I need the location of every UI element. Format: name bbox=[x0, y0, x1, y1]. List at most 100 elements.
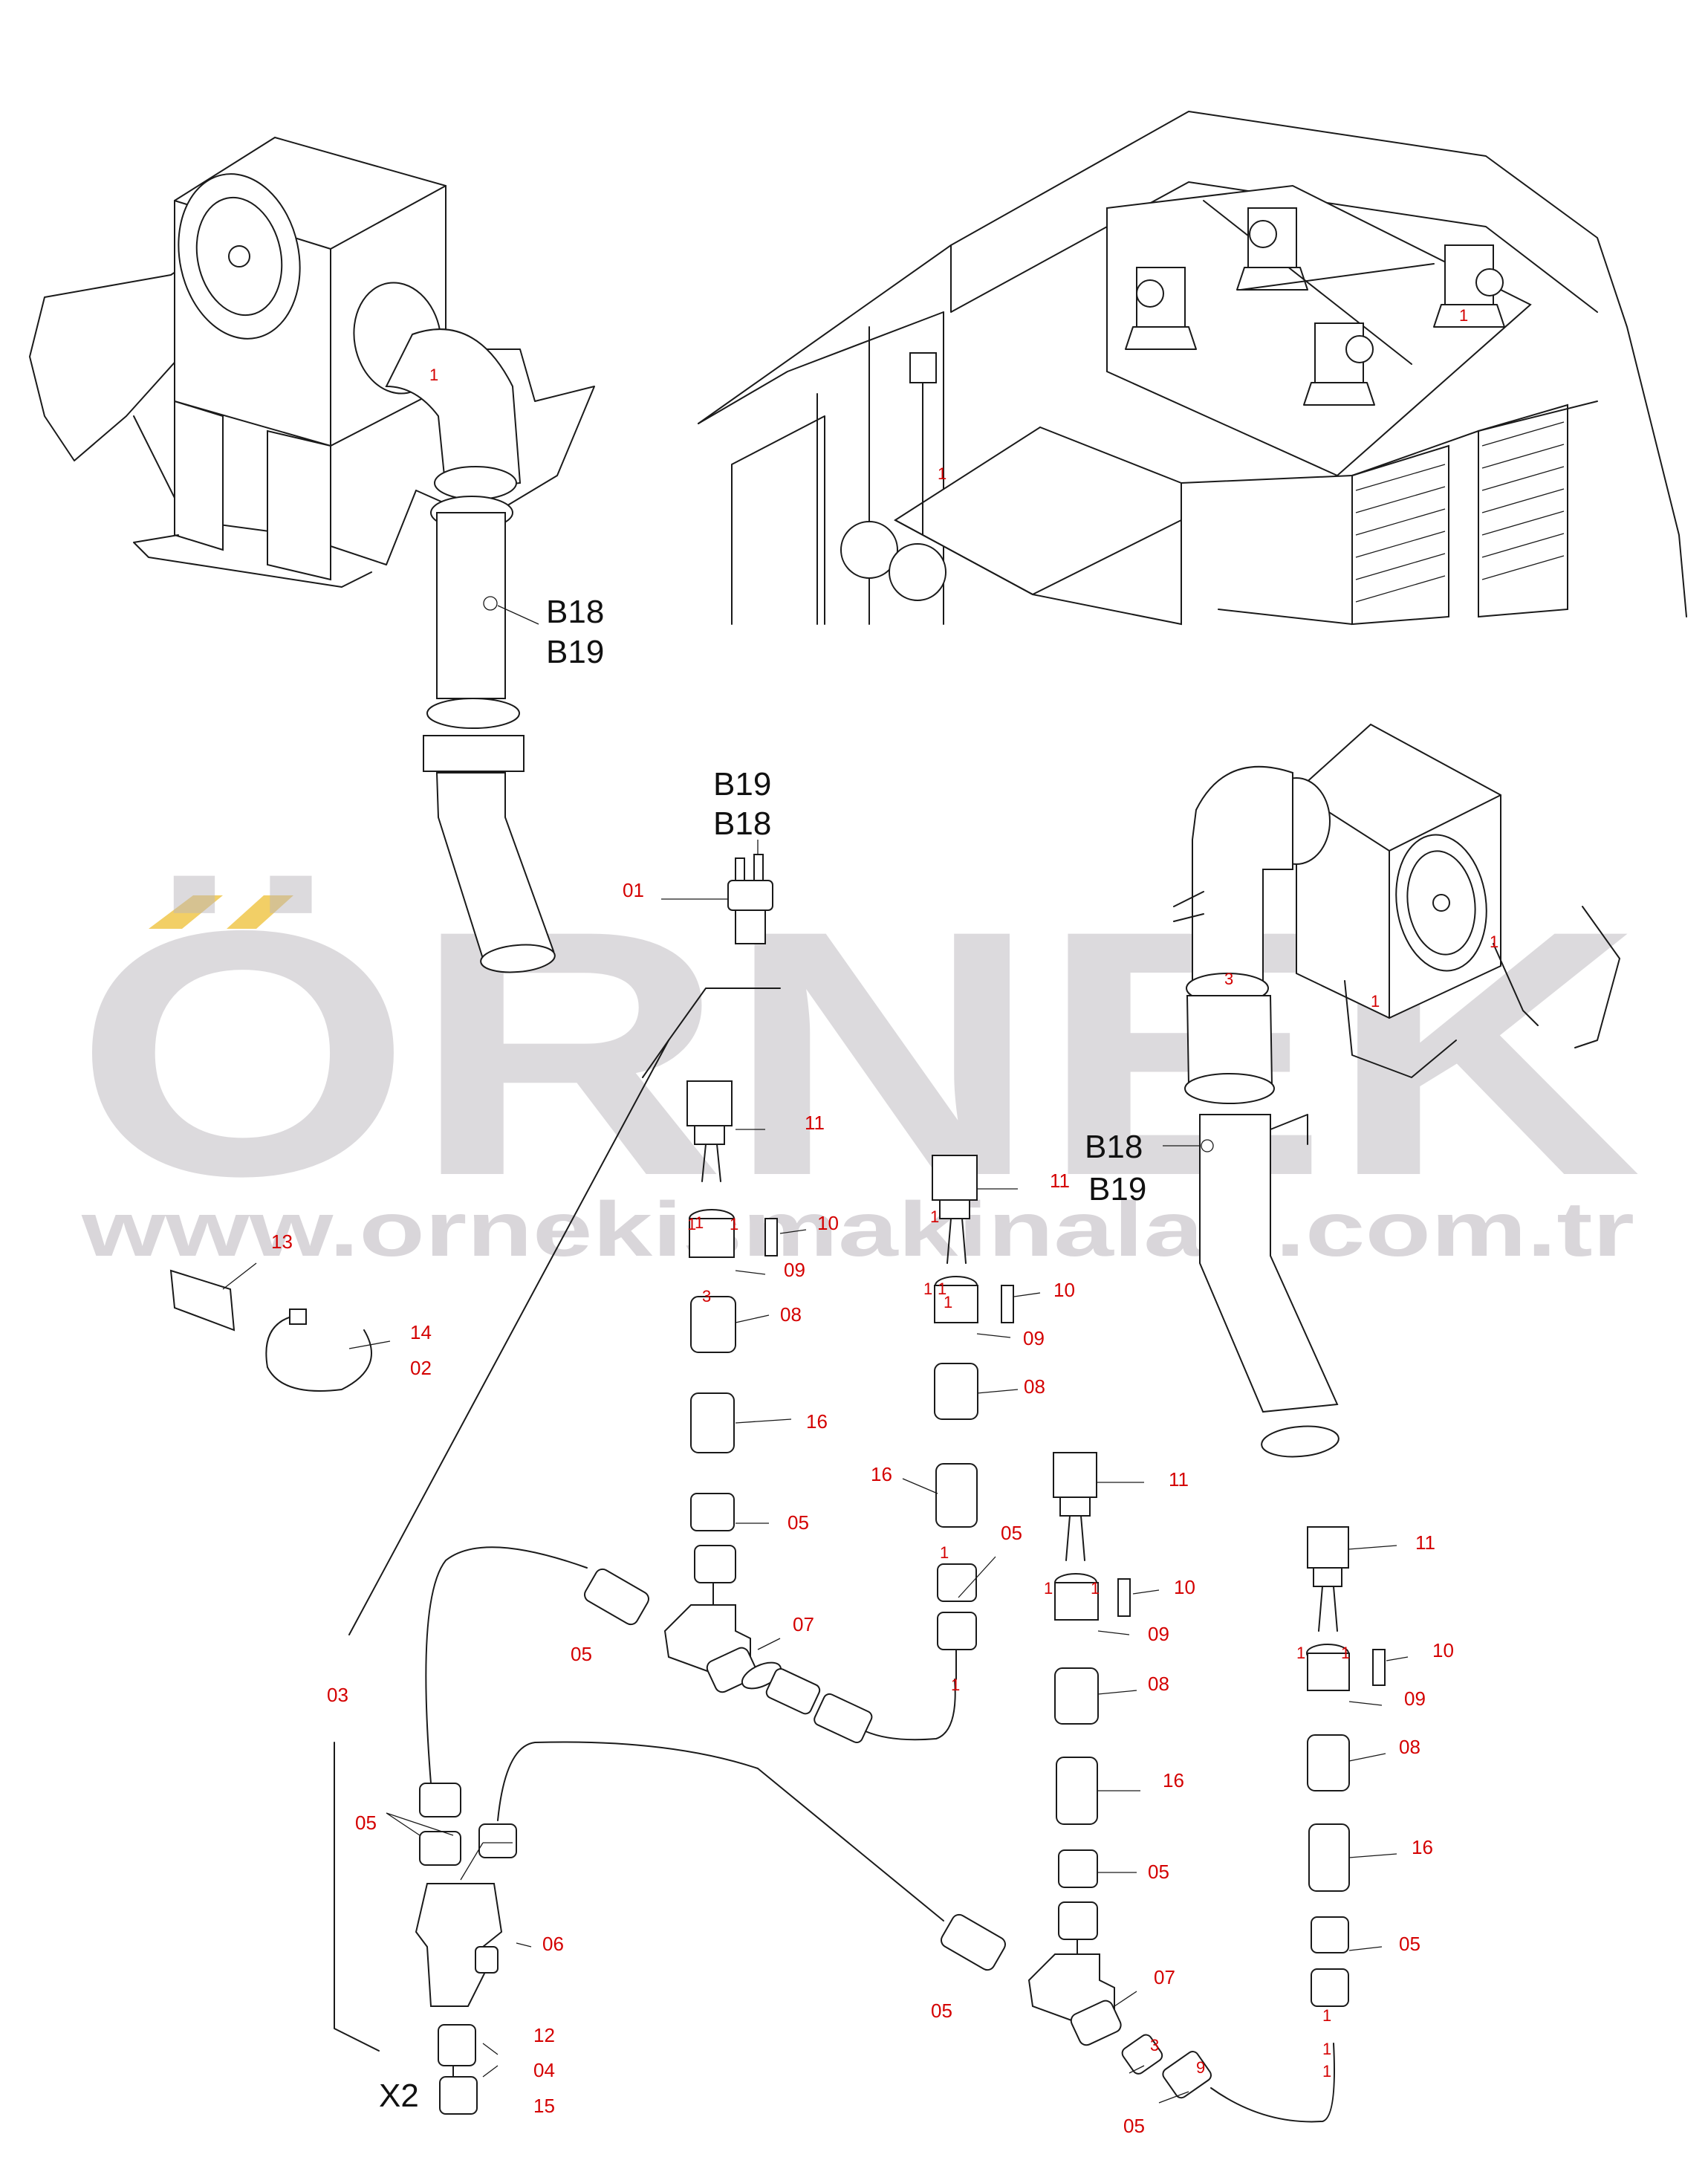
callout-mark: 1 bbox=[938, 464, 946, 483]
connector-label-x2: X2 bbox=[379, 2078, 419, 2114]
harness-wire-x2 bbox=[334, 1742, 380, 2052]
watermark-accent-left bbox=[149, 895, 223, 929]
tee-fitting-07-center bbox=[663, 1604, 782, 1693]
svg-text:1: 1 bbox=[687, 1215, 696, 1233]
svg-text:1: 1 bbox=[938, 1280, 946, 1298]
callout-08: 08 bbox=[1024, 1375, 1045, 1398]
callout-03: 03 bbox=[327, 1684, 348, 1706]
callout-09: 09 bbox=[1148, 1623, 1169, 1645]
sensor-label-b18-center: B18 bbox=[713, 805, 771, 842]
callout-13: 13 bbox=[271, 1230, 293, 1253]
callout-11: 11 bbox=[1169, 1468, 1189, 1491]
callout-07: 07 bbox=[793, 1613, 814, 1635]
svg-text:1: 1 bbox=[730, 1215, 738, 1233]
callout-08: 08 bbox=[1148, 1673, 1169, 1695]
watermark-accent-right bbox=[227, 895, 293, 929]
sensor-label-b18-right: B18 bbox=[1085, 1129, 1143, 1165]
callout-01: 01 bbox=[623, 879, 644, 901]
svg-text:1: 1 bbox=[923, 1280, 932, 1298]
callout-05: 05 bbox=[1001, 1522, 1022, 1544]
small-marks: 1 1 3 1 1 1 1 1 1 1 1 1 1 1 1 3 9 1 1 bbox=[687, 1207, 1350, 2081]
svg-text:1: 1 bbox=[1341, 1644, 1350, 1662]
hose-lower-long bbox=[497, 1741, 944, 1922]
callout-16: 16 bbox=[806, 1410, 828, 1433]
callout-10: 10 bbox=[817, 1212, 839, 1234]
callout-05: 05 bbox=[1123, 2115, 1145, 2137]
callout-04: 04 bbox=[533, 2059, 555, 2081]
callout-mark: 1 bbox=[1459, 306, 1468, 325]
coupling-05-mid bbox=[765, 1668, 873, 1744]
engine-mount-3 bbox=[1303, 322, 1375, 406]
svg-text:9: 9 bbox=[1196, 2058, 1205, 2077]
callout-mark: 1 bbox=[429, 366, 438, 384]
hose-left-loop bbox=[425, 1546, 588, 1784]
callout-16: 16 bbox=[1412, 1836, 1433, 1858]
svg-text:1: 1 bbox=[1296, 1644, 1305, 1662]
callout-14: 14 bbox=[410, 1321, 432, 1343]
sensor-label-b18-top-left: B18 bbox=[546, 594, 604, 630]
callout-06: 06 bbox=[542, 1933, 564, 1955]
callout-11: 11 bbox=[1415, 1531, 1435, 1554]
svg-text:3: 3 bbox=[702, 1287, 711, 1306]
sensor-label-b19-right: B19 bbox=[1088, 1171, 1146, 1207]
connector-stack-2 bbox=[932, 1155, 1014, 1680]
sensor-label-b19-center: B19 bbox=[713, 766, 771, 802]
sensor-label-b19-top-left: B19 bbox=[546, 634, 604, 670]
callout-12: 12 bbox=[533, 2024, 555, 2046]
svg-text:1: 1 bbox=[1322, 2040, 1331, 2058]
connector-stack-3 bbox=[1053, 1452, 1131, 1955]
callout-mark: 1 bbox=[1371, 992, 1380, 1011]
callout-09: 09 bbox=[1023, 1327, 1045, 1349]
callout-05: 05 bbox=[571, 1643, 592, 1665]
callout-10: 10 bbox=[1432, 1639, 1454, 1661]
connector-stack-1 bbox=[686, 1080, 778, 1598]
callout-16: 16 bbox=[1163, 1769, 1184, 1791]
harness-wire-03 bbox=[348, 988, 781, 1635]
svg-text:1: 1 bbox=[1044, 1579, 1053, 1598]
hose-to-column4 bbox=[1210, 2043, 1335, 2123]
callout-10: 10 bbox=[1174, 1576, 1195, 1598]
callout-05: 05 bbox=[355, 1812, 377, 1834]
svg-text:3: 3 bbox=[1150, 2036, 1159, 2055]
svg-text:1: 1 bbox=[1322, 2006, 1331, 2025]
svg-text:1: 1 bbox=[1322, 2062, 1331, 2081]
callout-16: 16 bbox=[871, 1463, 892, 1485]
coupling-05-lower-left bbox=[941, 1913, 1006, 1971]
right-cooler-assembly: 3 1 1 bbox=[1163, 723, 1620, 1458]
callout-05: 05 bbox=[1399, 1933, 1420, 1955]
coupling-05-lower-right bbox=[1121, 2034, 1212, 2099]
leader-lines bbox=[516, 1129, 1409, 2104]
callout-07: 07 bbox=[1154, 1966, 1175, 1988]
junction-block-06 bbox=[415, 1783, 517, 2115]
callout-08: 08 bbox=[780, 1303, 802, 1326]
coupling-05-left bbox=[584, 1568, 649, 1626]
engine-mount-4 bbox=[1433, 244, 1505, 328]
callout-11: 11 bbox=[1050, 1170, 1070, 1192]
callout-15: 15 bbox=[533, 2095, 555, 2117]
svg-text:1: 1 bbox=[930, 1207, 939, 1226]
svg-text:1: 1 bbox=[940, 1543, 949, 1562]
machine-body-assembly: 1 1 bbox=[698, 111, 1687, 626]
callout-08: 08 bbox=[1399, 1736, 1420, 1758]
watermark-url: www.ornekismakinalari.com.tr bbox=[81, 1187, 1634, 1273]
callout-11: 11 bbox=[805, 1112, 825, 1134]
svg-text:1: 1 bbox=[695, 1213, 704, 1232]
svg-text:1: 1 bbox=[951, 1676, 960, 1694]
callout-09: 09 bbox=[784, 1259, 805, 1281]
callout-05: 05 bbox=[1148, 1861, 1169, 1883]
callouts: 01 11 10 09 08 16 05 07 05 13 14 02 03 1… bbox=[271, 879, 1454, 2137]
pressure-sensor-01 bbox=[661, 840, 773, 944]
sleeve-13 bbox=[169, 1262, 257, 1332]
engine-mount-1 bbox=[1125, 267, 1197, 350]
callout-05: 05 bbox=[931, 2000, 952, 2022]
svg-text:1: 1 bbox=[944, 1293, 952, 1311]
callout-09: 09 bbox=[1404, 1687, 1426, 1710]
svg-text:1: 1 bbox=[1091, 1579, 1100, 1598]
callout-02: 02 bbox=[410, 1357, 432, 1379]
hose-to-column2 bbox=[865, 1679, 956, 1741]
callout-05: 05 bbox=[788, 1511, 809, 1534]
callout-mark: 3 bbox=[1224, 970, 1233, 988]
top-left-assembly: 1 bbox=[29, 136, 595, 973]
engine-mount-2 bbox=[1236, 207, 1308, 291]
